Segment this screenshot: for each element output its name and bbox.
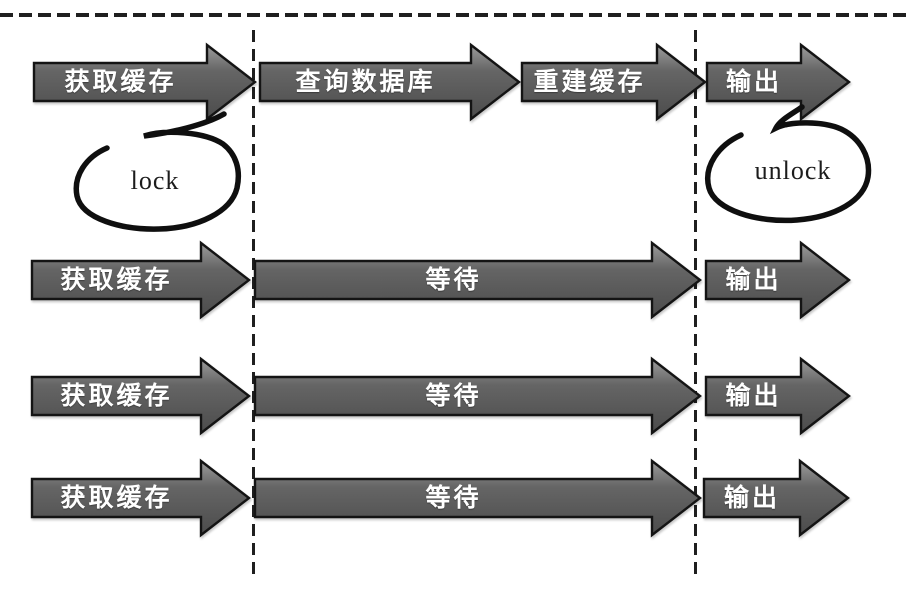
flow-arrow-label: 获取缓存 (60, 266, 173, 294)
unlock-boundary-dashed-line (694, 30, 697, 578)
flow-arrow-label: 输出 (725, 266, 782, 294)
flow-arrow-row2-3 (704, 240, 851, 320)
flow-arrow-row2-2 (253, 240, 702, 320)
flow-arrow-shape (253, 240, 702, 320)
top-boundary-dashed-line (0, 13, 908, 17)
flow-arrow-row1-4 (705, 42, 851, 122)
lock-annotation-label: lock (130, 166, 180, 195)
flow-arrow-shape (702, 458, 850, 538)
flow-arrow-shape (253, 458, 702, 538)
flow-arrow-row2-1 (30, 240, 251, 320)
flow-arrow-label: 输出 (723, 484, 780, 512)
flow-arrow-shape (704, 356, 851, 436)
flow-arrow-shape (30, 458, 251, 538)
flow-arrow-shape (30, 356, 251, 436)
flow-arrow-row1-1 (32, 42, 257, 122)
flow-arrow-label: 查询数据库 (295, 68, 436, 96)
flow-arrow-row3-3 (704, 356, 851, 436)
flow-arrow-label: 重建缓存 (533, 68, 646, 96)
flow-arrow-shape (32, 42, 257, 122)
flow-arrow-shape (258, 42, 521, 122)
flow-arrow-row1-3 (520, 42, 707, 122)
unlock-circle-icon (705, 104, 872, 224)
flow-arrow-shape (30, 240, 251, 320)
flow-arrow-row3-2 (253, 356, 702, 436)
flow-arrow-shape (704, 240, 851, 320)
flow-arrow-label: 获取缓存 (60, 382, 173, 410)
flow-arrow-label: 等待 (425, 266, 482, 294)
lock-circle-icon (73, 111, 242, 232)
flow-arrow-shape (520, 42, 707, 122)
flow-arrow-row1-2 (258, 42, 521, 122)
flow-arrow-label: 输出 (725, 68, 782, 96)
flow-arrow-label: 获取缓存 (60, 484, 173, 512)
flow-arrow-shape (253, 356, 702, 436)
flow-arrow-row4-1 (30, 458, 251, 538)
flow-arrow-label: 输出 (725, 382, 782, 410)
unlock-annotation-label: unlock (754, 156, 832, 185)
flow-arrow-label: 等待 (425, 382, 482, 410)
flow-arrow-row4-3 (702, 458, 850, 538)
flow-arrow-row3-1 (30, 356, 251, 436)
flow-arrow-row4-2 (253, 458, 702, 538)
flow-arrow-shape (705, 42, 851, 122)
flow-arrow-label: 等待 (425, 484, 482, 512)
lock-boundary-dashed-line (252, 30, 255, 578)
flow-arrow-label: 获取缓存 (64, 68, 177, 96)
